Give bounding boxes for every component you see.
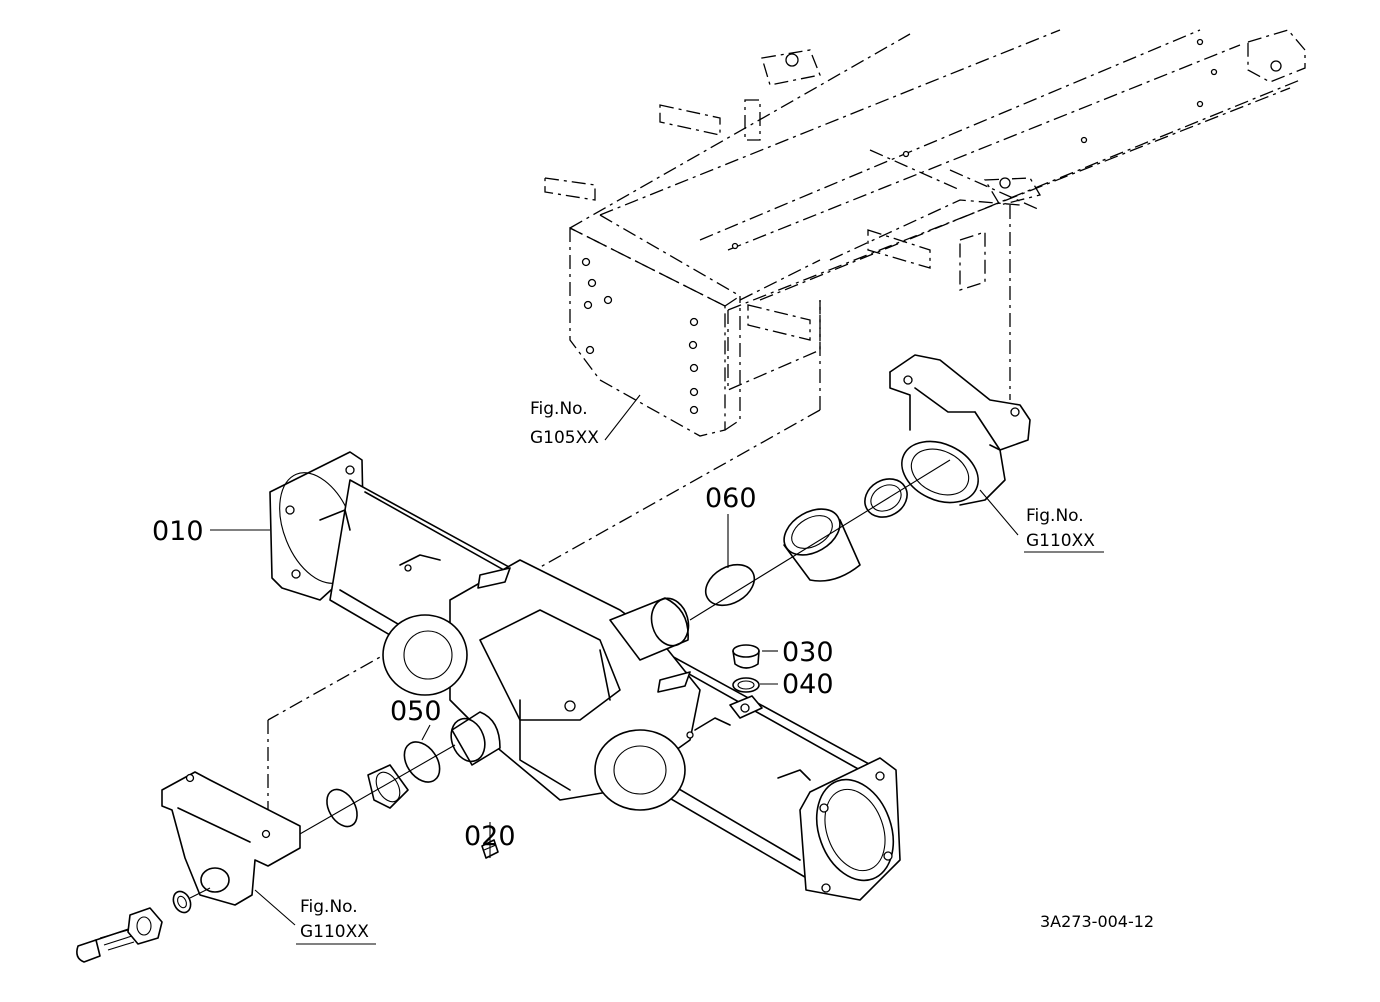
bushing-left	[367, 764, 409, 809]
right-axle-bracket	[889, 354, 1031, 506]
part-label-030: 030	[782, 637, 834, 668]
part-label-010: 010	[152, 516, 204, 547]
fig-ref-left-bracket-prefix: Fig.No.	[300, 897, 358, 917]
drawing-code: 3A273-004-12	[1040, 912, 1154, 931]
fig-ref-left-bracket-code: G110XX	[300, 922, 369, 942]
bolt-nut-washer-set	[76, 887, 211, 963]
collar-left	[326, 788, 358, 828]
plug-030	[732, 644, 760, 669]
fig-ref-right-bracket-prefix: Fig.No.	[1026, 506, 1084, 526]
frame-plate-holes	[581, 257, 699, 415]
part-label-060: 060	[705, 483, 757, 514]
leader-lines	[210, 394, 1019, 926]
fig-ref-frame-prefix: Fig.No.	[530, 399, 588, 419]
bushing-part	[783, 508, 861, 582]
tractor-frame-assembly	[267, 29, 1306, 835]
fig-ref-right-bracket-code: G110XX	[1026, 531, 1095, 551]
washer-040	[732, 677, 760, 693]
part-label-050: 050	[390, 696, 442, 727]
part-label-040: 040	[782, 669, 834, 700]
fig-ref-frame-code: G105XX	[530, 428, 599, 448]
left-axle-bracket	[161, 771, 301, 906]
part-label-020: 020	[464, 821, 516, 852]
thrust-collar	[864, 478, 908, 518]
front-axle-housing	[269, 451, 901, 901]
o-ring-060	[704, 563, 756, 607]
o-ring-050	[403, 741, 441, 783]
